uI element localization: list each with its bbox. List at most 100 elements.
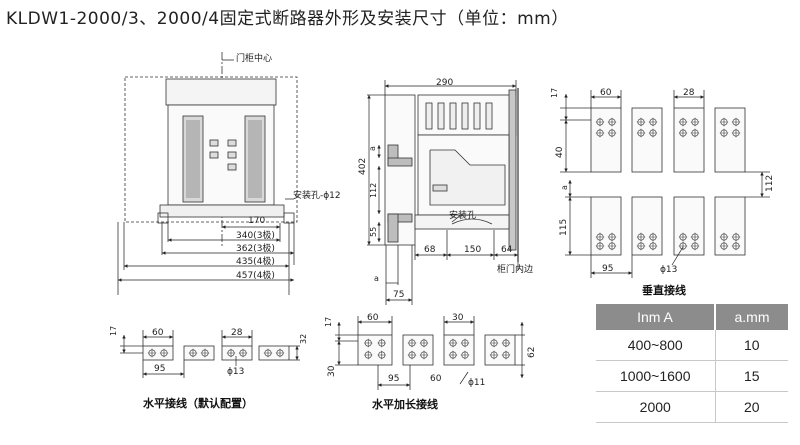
bolt-hole-cross	[147, 348, 157, 358]
dim-170: 170	[248, 216, 265, 226]
bolt-hole-cross	[595, 128, 605, 138]
vw-hole-13: ϕ13	[660, 265, 677, 275]
vw-dim-60: 60	[600, 88, 612, 98]
side-dimensions	[367, 84, 518, 302]
bolt-hole-cross	[690, 232, 700, 242]
bolt-hole-cross	[460, 338, 470, 348]
dim-457: 457(4极)	[236, 269, 275, 281]
bolt-hole-cross	[595, 241, 605, 251]
dim-a-top: a	[368, 146, 377, 151]
bolt-hole-cross	[607, 232, 617, 242]
bolt-hole-cross	[377, 350, 386, 360]
page-title: KLDW1-2000/3、2000/4固定式断路器外形及安装尺寸（单位：mm）	[6, 9, 569, 29]
a-table-inm: 400~800	[596, 330, 716, 361]
a-table-a: 20	[715, 391, 788, 423]
hd-caption: 水平接线（默认配置）	[143, 396, 253, 410]
dim-112: 112	[369, 183, 378, 198]
bolt-hole-cross	[595, 117, 605, 127]
dim-68: 68	[424, 245, 436, 255]
bolt-hole-cross	[275, 348, 285, 358]
hd-dim-95: 95	[154, 364, 165, 374]
bolt-hole-cross	[607, 128, 617, 138]
front-dimensions	[118, 225, 294, 282]
he-dimensions	[337, 320, 524, 387]
bolt-hole-cross	[188, 348, 198, 358]
hd-dim-17: 17	[109, 326, 118, 336]
he-dim-62: 62	[527, 347, 537, 358]
bolt-hole-cross	[719, 232, 729, 242]
vw-top-row	[590, 107, 746, 173]
vw-dim-95: 95	[602, 264, 613, 274]
vw-dim-28: 28	[683, 88, 695, 98]
bolt-hole-cross	[364, 338, 373, 348]
he-dim-60: 60	[367, 313, 379, 323]
hd-holes	[147, 348, 285, 358]
a-table-header-row: Inm A a.mm	[596, 304, 788, 330]
bolt-hole-cross	[200, 348, 210, 358]
he-dim-95: 95	[388, 374, 399, 384]
side-view	[367, 80, 519, 305]
dim-55: 55	[369, 227, 378, 237]
a-table-inm: 1000~1600	[596, 360, 716, 392]
dim-a-bottom: a	[374, 274, 379, 283]
bolt-hole-cross	[238, 348, 248, 358]
bolt-hole-cross	[690, 117, 700, 127]
he-dim-30b: 30	[327, 365, 337, 377]
bolt-hole-cross	[690, 128, 700, 138]
vw-dim-115: 115	[559, 219, 569, 236]
he-hole-11: ϕ11	[468, 378, 485, 388]
bolt-hole-cross	[489, 338, 499, 348]
bolt-hole-cross	[731, 128, 741, 138]
bolt-hole-cross	[607, 117, 617, 127]
front-top-block	[165, 78, 277, 106]
hd-dim-28: 28	[231, 328, 243, 338]
mount-foot-right	[283, 212, 295, 224]
vw-caption: 垂直接线	[642, 283, 686, 297]
door-center-label: 门柜中心	[236, 52, 272, 64]
dim-150: 150	[464, 245, 481, 255]
vw-dimensions	[564, 94, 764, 275]
hd-hole-13: ϕ13	[227, 367, 244, 377]
bolt-hole-cross	[636, 241, 646, 251]
table-row: 1000~1600 15	[596, 360, 788, 392]
bolt-hole-cross	[719, 117, 729, 127]
he-caption: 水平加长接线	[372, 397, 438, 411]
bolt-hole-cross	[731, 241, 741, 251]
he-dim-60b: 60	[430, 374, 442, 384]
bolt-hole-cross	[648, 241, 658, 251]
bolt-hole-cross	[678, 241, 688, 251]
bolt-hole-cross	[448, 338, 458, 348]
dim-340: 340(3极)	[236, 229, 275, 241]
vw-dim-40: 40	[555, 146, 565, 158]
front-outline-dashed	[124, 76, 298, 223]
bolt-hole-cross	[419, 350, 429, 360]
bolt-hole-cross	[678, 117, 688, 127]
bolt-hole-cross	[678, 232, 688, 242]
bolt-hole-cross	[407, 350, 417, 360]
horizontal-default	[120, 330, 300, 378]
bolt-hole-cross	[419, 338, 429, 348]
vw-bottom-row	[590, 196, 746, 256]
mount-foot-left	[157, 212, 169, 224]
bolt-hole-cross	[607, 241, 617, 251]
vw-dim-17: 17	[550, 88, 559, 98]
he-dim-30: 30	[452, 313, 464, 323]
dim-362: 362(3极)	[236, 242, 275, 254]
bolt-hole-cross	[364, 350, 373, 360]
mount-hole-label: 安装孔-ϕ12	[293, 189, 341, 201]
bolt-hole-cross	[648, 232, 658, 242]
bolt-hole-cross	[719, 241, 729, 251]
dim-402: 402	[358, 158, 368, 175]
bolt-hole-cross	[731, 232, 741, 242]
bolt-hole-cross	[648, 128, 658, 138]
bolt-hole-cross	[636, 128, 646, 138]
a-table-a: 15	[715, 360, 788, 392]
dim-75: 75	[393, 290, 404, 300]
bolt-hole-cross	[636, 117, 646, 127]
side-hole-label: 安装孔	[449, 209, 476, 221]
hd-dim-60: 60	[152, 328, 164, 338]
bolt-hole-cross	[690, 241, 700, 251]
vw-dim-112: 112	[765, 175, 775, 192]
vw-dim-a: a	[560, 185, 569, 190]
